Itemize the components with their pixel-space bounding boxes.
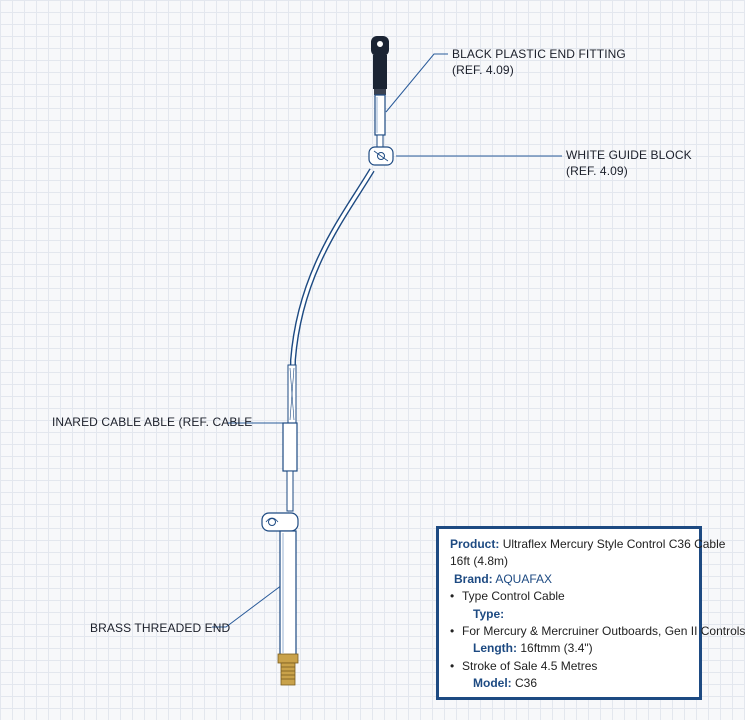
black-end-fitting <box>371 36 389 148</box>
product-info-box: Product: Ultraflex Mercury Style Control… <box>436 526 745 700</box>
model-row: Model: C36 <box>450 675 699 692</box>
callout-end-fitting: BLACK PLASTIC END FITTING (REF. 4.09) <box>452 46 626 78</box>
product-row: Product: Ultraflex Mercury Style Control… <box>450 536 725 553</box>
brand-row: Brand: AQUAFAX <box>450 571 699 588</box>
callout-guide-block-title: WHITE GUIDE BLOCK <box>566 148 692 162</box>
leader-lines <box>212 53 562 628</box>
brand-value: AQUAFAX <box>495 571 553 586</box>
product-key: Product: <box>450 537 500 551</box>
brand-key: Brand: <box>454 571 493 586</box>
callout-cable-title: INARED CABLE ABLE (REF. CABLE <box>52 415 253 429</box>
callout-cable: INARED CABLE ABLE (REF. CABLE <box>52 414 252 430</box>
callout-end-fitting-title: BLACK PLASTIC END FITTING <box>452 47 626 61</box>
lower-sleeve <box>282 422 298 512</box>
product-row-2: 16ft (4.8m) <box>450 553 699 570</box>
length-value: 16ftmm (3.4") <box>520 641 593 656</box>
callout-brass-end: BRASS THREADED END <box>90 620 230 636</box>
for-line: For Mercury & Mercruiner Outboards, Gen … <box>462 624 745 639</box>
bullet-icon: • <box>450 624 455 639</box>
white-guide-block <box>368 146 394 166</box>
bullet-icon: • <box>450 589 455 604</box>
type-line-row: • Type Control Cable <box>450 588 699 605</box>
callout-end-fitting-ref: (REF. 4.09) <box>452 63 514 77</box>
brass-threaded-end <box>277 530 299 686</box>
leader-end-fitting <box>385 53 448 113</box>
length-row: Length: 16ftmm (3.4") <box>450 640 699 657</box>
type-key-row: Type: <box>450 606 699 623</box>
callout-guide-block: WHITE GUIDE BLOCK (REF. 4.09) <box>566 147 692 179</box>
leader-brass-end <box>212 584 283 628</box>
lower-guide-block <box>261 512 299 532</box>
cable-diagram <box>212 36 562 686</box>
callout-guide-block-ref: (REF. 4.09) <box>566 164 628 178</box>
product-value-line2: 16ft (4.8m) <box>450 554 509 569</box>
product-value: Ultraflex Mercury Style Control C36 Cabl… <box>502 537 726 551</box>
for-line-row: • For Mercury & Mercruiner Outboards, Gen… <box>450 623 745 640</box>
length-key: Length: <box>473 641 517 656</box>
callout-brass-end-title: BRASS THREADED END <box>90 621 231 635</box>
control-cable <box>287 168 375 426</box>
model-value: C36 <box>515 676 538 691</box>
type-line: Type Control Cable <box>462 589 565 604</box>
stroke-line: Stroke of Sale 4.5 Metres <box>462 658 598 673</box>
model-key: Model: <box>473 676 512 691</box>
type-key: Type: <box>473 606 505 621</box>
stroke-line-row: • Stroke of Sale 4.5 Metres <box>450 658 699 675</box>
bullet-icon: • <box>450 658 455 673</box>
